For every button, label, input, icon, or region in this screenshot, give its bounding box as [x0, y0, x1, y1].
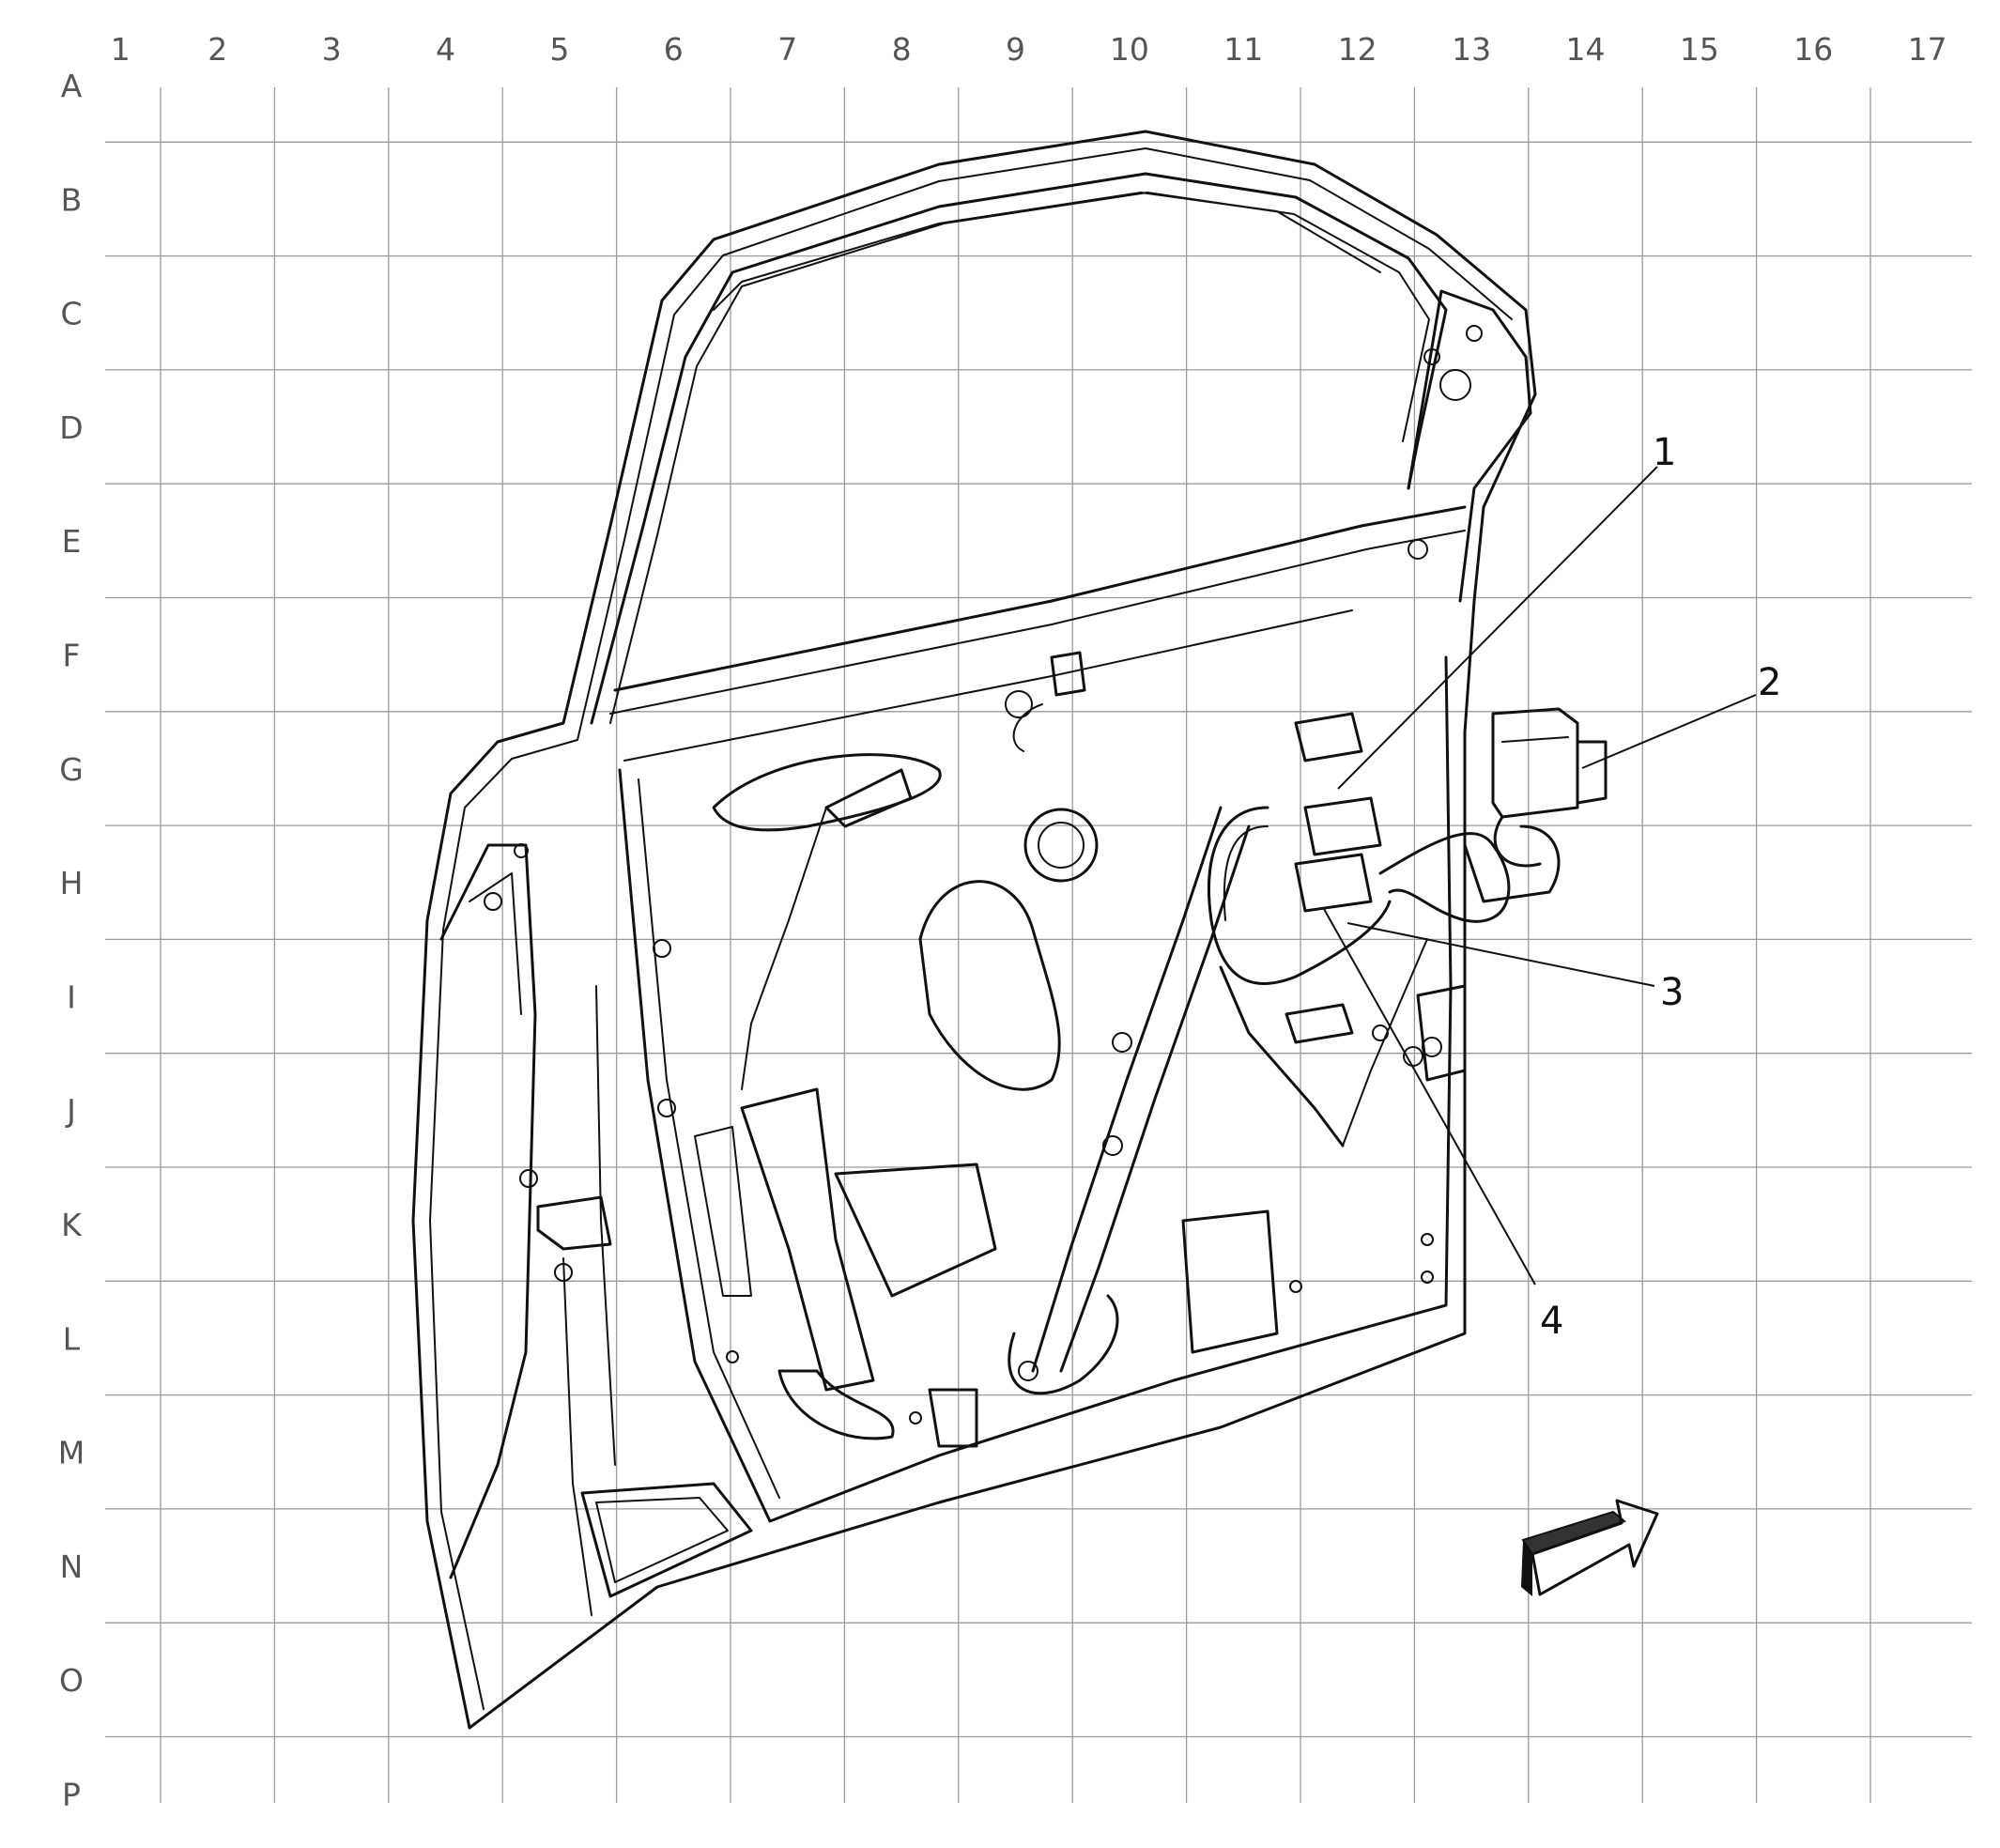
grid-column-label: 12 [1338, 31, 1377, 68]
callout-4: 4 [1540, 1300, 1563, 1343]
grid-column-label: 16 [1793, 31, 1833, 68]
leader-3 [1346, 922, 1655, 987]
grid-column-label: 13 [1452, 31, 1491, 68]
grid-row-label: A [61, 68, 83, 104]
grid-row-label: L [63, 1320, 81, 1357]
grid-column-label: 10 [1110, 31, 1149, 68]
grid-row-label: E [62, 523, 82, 560]
leader-2 [1581, 694, 1757, 769]
grid-column-label: 1 [111, 31, 131, 68]
callout-2: 2 [1758, 661, 1781, 704]
grid-column-label: 2 [208, 31, 227, 68]
grid-row-label: D [59, 409, 83, 446]
leader-1 [1337, 466, 1658, 790]
grid-row-label: F [63, 638, 81, 674]
grid-row-label: M [58, 1435, 85, 1471]
grid-column-label: 7 [777, 31, 797, 68]
grid-row-label: J [65, 1093, 76, 1130]
callout-labels: 1 2 3 4 [1540, 431, 1781, 1343]
callout-3: 3 [1660, 971, 1684, 1014]
grid-column-label: 6 [664, 31, 684, 68]
grid-row-label: N [60, 1548, 84, 1585]
grid-column-label: 5 [549, 31, 569, 68]
leader-4 [1323, 908, 1536, 1286]
grid-row-label: H [60, 865, 84, 901]
grid-column-label: 14 [1566, 31, 1606, 68]
forward-arrow-icon [1521, 1499, 1659, 1596]
grid-column-label: 8 [892, 31, 912, 68]
grid-column-label: 4 [436, 31, 455, 68]
grid-row-label: G [59, 751, 84, 788]
grid-row-label: K [61, 1207, 83, 1243]
grid-row-label: P [62, 1777, 81, 1813]
grid-column-label: 17 [1908, 31, 1947, 68]
callout-leaders [1323, 466, 1757, 1286]
door-panel-illustration [411, 130, 1608, 1730]
grid-column-label: 3 [322, 31, 342, 68]
callout-1: 1 [1653, 431, 1676, 474]
grid-column-label: 9 [1006, 31, 1025, 68]
grid-row-label: O [59, 1662, 84, 1699]
grid-column-label: 11 [1223, 31, 1263, 68]
grid-row-label: I [67, 978, 76, 1015]
grid-column-label: 15 [1680, 31, 1719, 68]
grid-row-label: B [61, 181, 83, 218]
grid-row-label: C [60, 296, 82, 332]
